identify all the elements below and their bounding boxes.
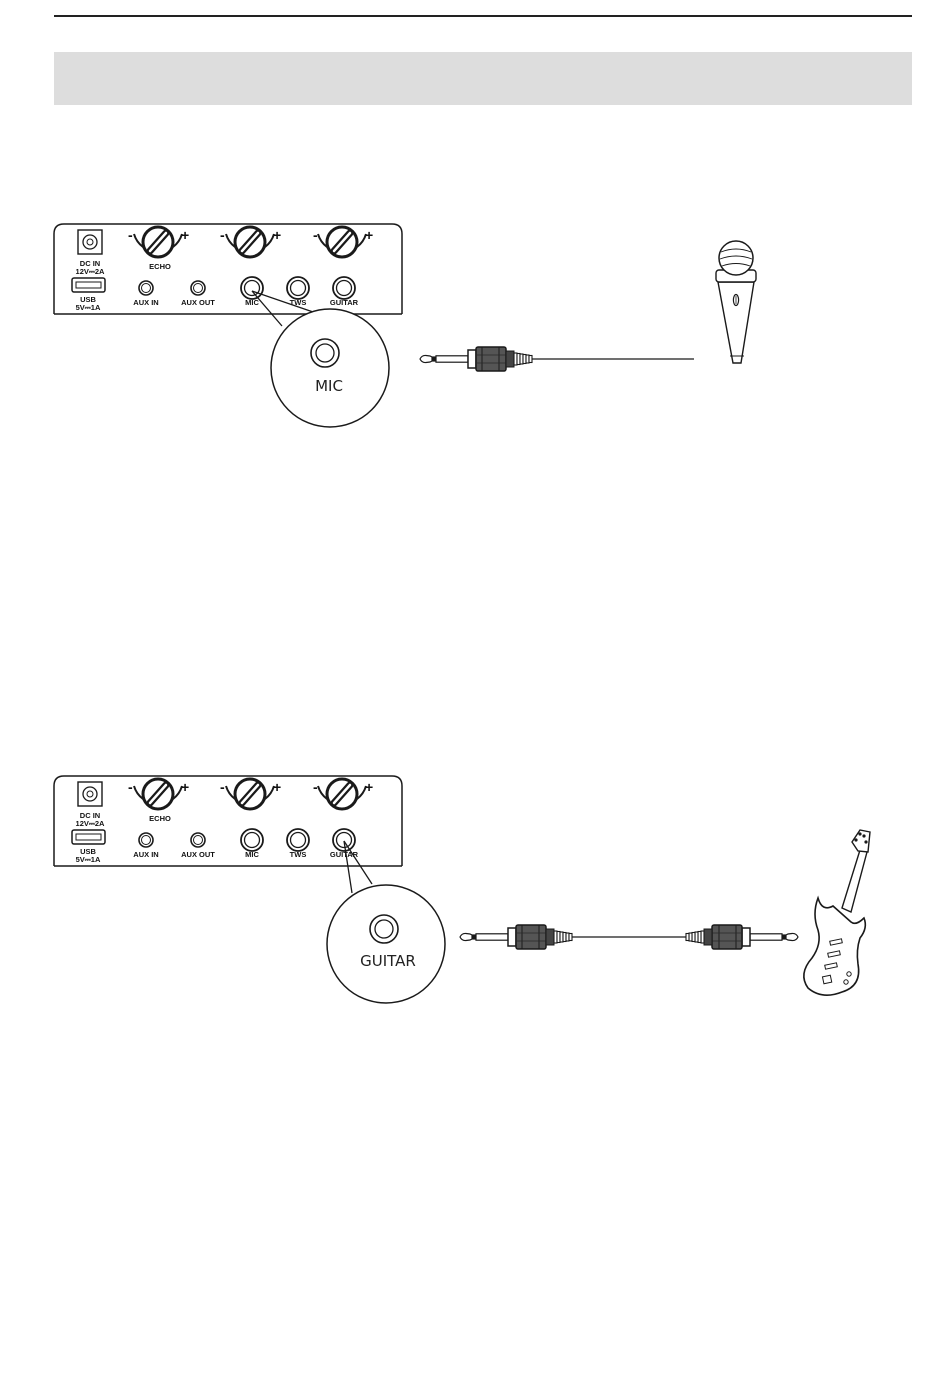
microphone-icon xyxy=(716,241,756,363)
mic-vol-minus: - xyxy=(220,227,225,243)
echo-label: ECHO xyxy=(149,814,171,823)
quarter-inch-jack-plug-icon xyxy=(686,925,798,949)
guitar-vol-minus: - xyxy=(313,779,318,795)
mic-vol-plus: + xyxy=(273,779,281,795)
dc-spec-label: 12V⎓2A xyxy=(76,267,106,276)
amp-panel-guitar-diagram: DC IN 12V⎓2A USB 5V⎓1A ECHO AUX IN AUX O… xyxy=(54,776,870,1003)
aux-out-label: AUX OUT xyxy=(181,298,215,307)
echo-minus: - xyxy=(128,227,133,243)
quarter-inch-jack-plug-icon xyxy=(420,347,532,371)
aux-out-label: AUX OUT xyxy=(181,850,215,859)
guitar-vol-plus: + xyxy=(365,779,373,795)
echo-plus: + xyxy=(181,779,189,795)
amp-panel-mic-diagram: DC IN 12V⎓2A USB 5V⎓1A ECHO AUX IN AUX O… xyxy=(54,224,756,427)
mic-callout-label: MIC xyxy=(315,377,343,395)
mic-vol-plus: + xyxy=(273,227,281,243)
echo-minus: - xyxy=(128,779,133,795)
guitar-label: GUITAR xyxy=(330,298,359,307)
dc-spec-label: 12V⎓2A xyxy=(76,819,106,828)
tws-label: TWS xyxy=(290,850,307,859)
guitar-jack-callout xyxy=(327,885,445,1003)
aux-in-label: AUX IN xyxy=(133,850,158,859)
electric-guitar-icon xyxy=(804,830,870,995)
echo-plus: + xyxy=(181,227,189,243)
tws-label: TWS xyxy=(290,298,307,307)
guitar-vol-minus: - xyxy=(313,227,318,243)
guitar-vol-plus: + xyxy=(365,227,373,243)
echo-label: ECHO xyxy=(149,262,171,271)
mic-label: MIC xyxy=(245,850,259,859)
quarter-inch-jack-plug-icon xyxy=(460,925,572,949)
mic-jack-callout xyxy=(271,309,389,427)
usb-spec-label: 5V⎓1A xyxy=(76,303,101,312)
guitar-callout-label: GUITAR xyxy=(360,952,416,970)
mic-label: MIC xyxy=(245,298,259,307)
mic-vol-minus: - xyxy=(220,779,225,795)
aux-in-label: AUX IN xyxy=(133,298,158,307)
usb-spec-label: 5V⎓1A xyxy=(76,855,101,864)
